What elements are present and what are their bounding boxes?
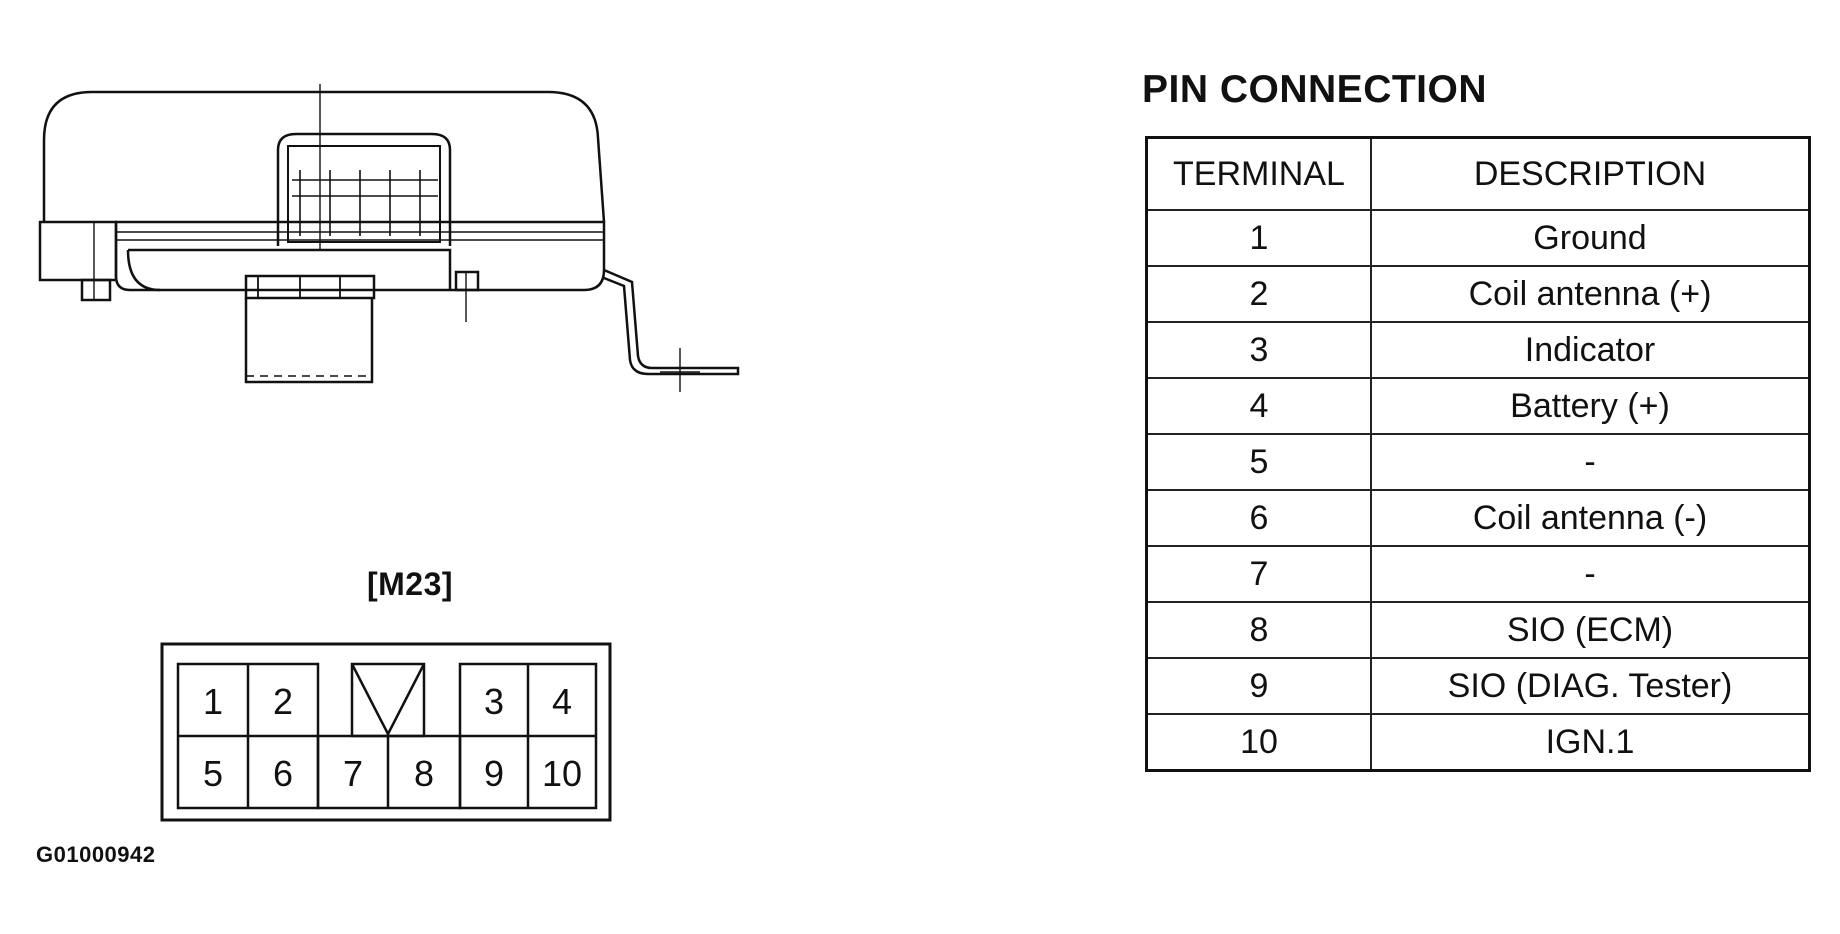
mounting-bracket [603,268,740,376]
description-cell: IGN.1 [1370,713,1811,772]
housing-outline [42,90,606,223]
description-cell: Indicator [1370,321,1811,379]
pin-1: 1 [203,681,223,722]
terminal-cell: 9 [1145,657,1372,715]
pin-6: 6 [273,753,293,794]
terminal-cell: 5 [1145,433,1372,491]
description-cell: Coil antenna (-) [1370,489,1811,547]
table-row: 7 - [1145,545,1811,603]
pin-connection-table: TERMINAL DESCRIPTION 1 Ground 2 Coil ant… [1145,136,1811,772]
terminal-cell: 1 [1145,209,1372,267]
terminal-cell: 10 [1145,713,1372,772]
pin-connection-title: PIN CONNECTION [1142,68,1488,111]
description-cell: Coil antenna (+) [1370,265,1811,323]
description-cell: Battery (+) [1370,377,1811,435]
description-cell: - [1370,545,1811,603]
pin-8: 8 [414,753,434,794]
header-terminal: TERMINAL [1145,136,1372,211]
description-cell: - [1370,433,1811,491]
description-cell: SIO (DIAG. Tester) [1370,657,1811,715]
bottom-connector [244,274,376,300]
header-description: DESCRIPTION [1370,136,1811,211]
left-tab [80,278,112,302]
table-row: 3 Indicator [1145,321,1811,379]
table-row: 6 Coil antenna (-) [1145,489,1811,547]
table-row: 8 SIO (ECM) [1145,601,1811,659]
terminal-cell: 7 [1145,545,1372,603]
pin-2: 2 [273,681,293,722]
table-row: 1 Ground [1145,209,1811,267]
description-cell: Ground [1370,209,1811,267]
connector-pin-face: 1 2 3 4 5 6 7 8 9 10 [160,642,612,822]
pin-10: 10 [542,753,582,794]
module-side-view-drawing [38,84,740,392]
base-plate [114,220,606,292]
terminal-cell: 2 [1145,265,1372,323]
pin-4: 4 [552,681,572,722]
figure-code: G01000942 [36,842,156,867]
pin-3: 3 [484,681,504,722]
terminal-cell: 8 [1145,601,1372,659]
terminal-cell: 6 [1145,489,1372,547]
table-header-row: TERMINAL DESCRIPTION [1145,136,1811,211]
description-cell: SIO (ECM) [1370,601,1811,659]
table-row: 4 Battery (+) [1145,377,1811,435]
table-row: 10 IGN.1 [1145,713,1811,772]
pin-5: 5 [203,753,223,794]
connector-id-label: [M23] [366,566,454,602]
table-row: 9 SIO (DIAG. Tester) [1145,657,1811,715]
table-row: 5 - [1145,433,1811,491]
terminal-cell: 3 [1145,321,1372,379]
table-row: 2 Coil antenna (+) [1145,265,1811,323]
pin-7: 7 [343,753,363,794]
pin-9: 9 [484,753,504,794]
top-connector-housing [276,132,452,246]
terminal-cell: 4 [1145,377,1372,435]
left-mount-block [38,220,118,282]
key-slot [350,662,426,738]
